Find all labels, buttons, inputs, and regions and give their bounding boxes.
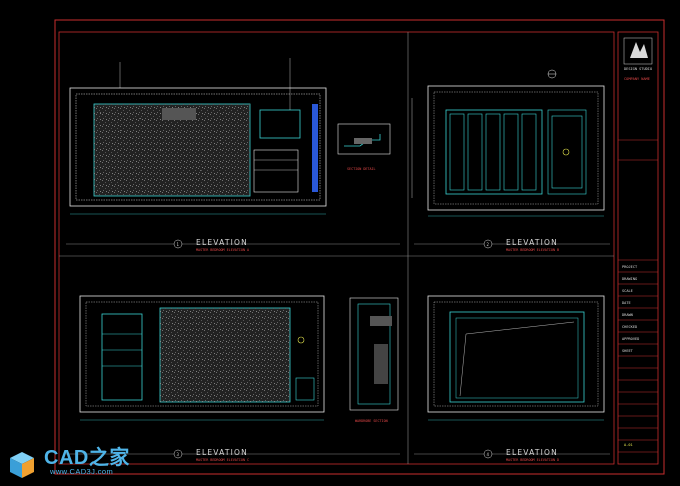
panel-marker-1 [173, 239, 183, 249]
title-block-row-sheet: SHEET [622, 349, 634, 353]
title-block-row-drawing: DRAWING [622, 277, 637, 281]
panel-title-3: ELEVATION [196, 448, 248, 457]
inner-frame [58, 31, 615, 465]
title-block [617, 31, 659, 465]
title-block-row-approved: APPROVED [622, 337, 639, 341]
panel-title-1: ELEVATION [196, 238, 248, 247]
panel-subtitle-4: MASTER BEDROOM ELEVATION D [506, 458, 559, 462]
cube-icon [10, 452, 34, 478]
panel-marker-2 [483, 239, 493, 249]
panel-number-2: 2 [487, 242, 490, 247]
watermark-url: www.CAD3J.com [50, 467, 114, 476]
watermark-brand: CAD之家 [44, 447, 130, 469]
title-block-logo [623, 37, 653, 65]
caption-bars [66, 243, 610, 455]
section-note-bottom: WARDROBE SECTION [355, 419, 388, 423]
elevation-panel-1 [69, 58, 327, 215]
panel-subtitle-3: MASTER BEDROOM ELEVATION C [196, 458, 249, 462]
title-block-logo-caption: DESIGN STUDIO [624, 67, 652, 71]
title-block-row-scale: SCALE [622, 289, 633, 293]
elevation-panel-3 [79, 295, 325, 421]
title-block-row-project: PROJECT [622, 265, 638, 269]
panel-subtitle-2: MASTER BEDROOM ELEVATION B [506, 248, 559, 252]
title-block-sheet-no: A-01 [624, 443, 633, 447]
outer-frame [54, 19, 665, 475]
panel-number-4: 4 [487, 452, 490, 457]
elevation-panel-2 [411, 69, 605, 217]
section-detail-bottom [349, 297, 399, 411]
panel-title-2: ELEVATION [506, 238, 558, 247]
panel-marker-3 [173, 449, 183, 459]
panel-number-3: 3 [177, 452, 180, 457]
title-block-company: COMPANY NAME [624, 77, 650, 81]
title-block-row-drawn: DRAWN [622, 313, 633, 317]
panel-subtitle-1: MASTER BEDROOM ELEVATION A [196, 248, 249, 252]
elevation-panel-4 [427, 295, 605, 421]
section-note-top: SECTION DETAIL [347, 167, 376, 171]
watermark-logo [10, 452, 34, 478]
title-block-row-date: DATE [622, 301, 631, 305]
panel-title-4: ELEVATION [506, 448, 558, 457]
section-detail-top [337, 123, 391, 155]
title-block-row-checked: CHECKED [622, 325, 637, 329]
title-block-rows [618, 139, 658, 453]
panel-marker-4 [483, 449, 493, 459]
panel-number-1: 1 [177, 242, 180, 247]
